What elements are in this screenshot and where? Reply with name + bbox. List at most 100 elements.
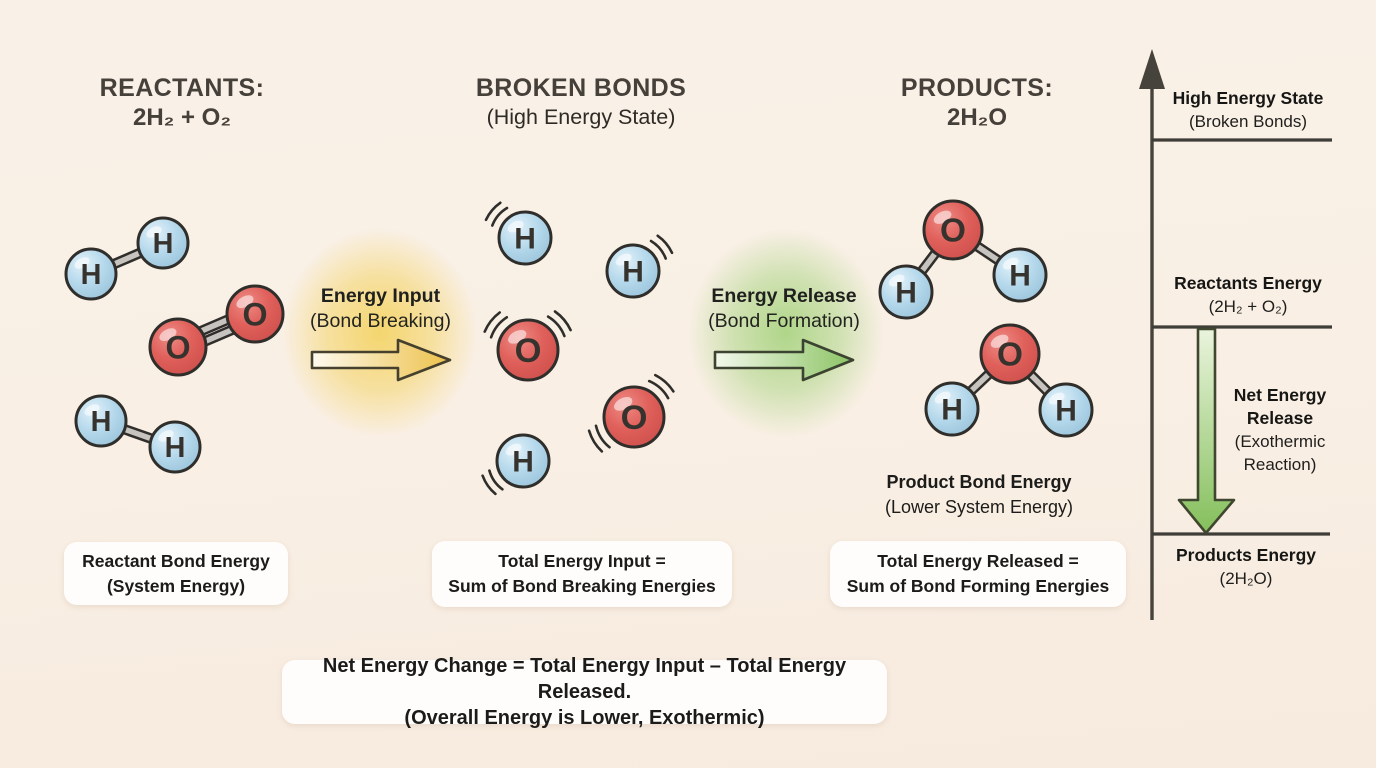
product-bond-energy-label: Product Bond Energy (Lower System Energy…	[849, 470, 1109, 520]
vibration-mark-icon	[594, 424, 611, 449]
axis-net-release-title: Net Energy Release	[1233, 385, 1327, 428]
atom-symbol: H	[1009, 259, 1031, 292]
atom-symbol: O	[515, 332, 542, 370]
atom-highlight	[84, 404, 100, 416]
atom-highlight	[508, 329, 527, 344]
free-h-atom-3: H	[481, 433, 551, 496]
atom-highlight	[615, 253, 632, 266]
products-formula: 2H₂O	[946, 104, 1007, 131]
atom-highlight	[74, 257, 90, 269]
net-energy-release-arrow	[1177, 327, 1236, 535]
atom-highlight	[990, 334, 1009, 348]
atom-highlight	[934, 391, 951, 404]
atom-symbol: O	[621, 399, 648, 437]
atom-symbol: O	[165, 329, 190, 365]
atom-symbol: H	[622, 255, 644, 288]
atom-symbol: O	[940, 213, 966, 250]
energy-input-title: Energy Input	[320, 285, 441, 307]
energy-release-title: Energy Release	[711, 285, 857, 307]
reactant-h2-molecule-top: HH	[64, 216, 190, 301]
energy-release-label: Energy Release (Bond Formation)	[700, 284, 868, 334]
net-box-line1: Net Energy Change = Total Energy Input –…	[322, 655, 847, 703]
input-box-line1: Total Energy Input =	[498, 551, 666, 571]
broken-bonds-title: BROKEN BONDS	[475, 74, 687, 102]
free-h-atom-1: H	[484, 201, 553, 266]
total-energy-released-box: Total Energy Released = Sum of Bond Form…	[830, 541, 1126, 607]
atom-highlight	[146, 226, 162, 238]
total-energy-input-box: Total Energy Input = Sum of Bond Breakin…	[432, 541, 732, 607]
axis-label-reactants-energy: Reactants Energy (2H₂ + O₂)	[1162, 272, 1334, 318]
energy-release-arrow	[713, 338, 855, 382]
atom-highlight	[236, 295, 254, 309]
axis-label-products-energy: Products Energy (2H₂O)	[1158, 544, 1334, 590]
atom-symbol: H	[941, 393, 963, 426]
reactant-h2-molecule-bottom: HH	[74, 394, 202, 474]
reactants-formula: 2H₂ + O₂	[132, 104, 232, 131]
atom-symbol: H	[165, 432, 186, 464]
net-energy-change-box: Net Energy Change = Total Energy Input –…	[282, 655, 887, 729]
axis-label-net-release: Net Energy Release (Exothermic Reaction)	[1224, 384, 1336, 476]
free-h-atom-2: H	[605, 234, 674, 299]
vibration-mark-icon	[553, 310, 572, 332]
energy-input-glow	[282, 229, 478, 437]
atom-symbol: H	[512, 445, 534, 478]
atom-highlight	[159, 328, 177, 342]
energy-release-subtitle: (Bond Formation)	[708, 310, 860, 332]
atom-highlight	[888, 274, 905, 287]
axis-net-release-subtitle: (Exothermic Reaction)	[1234, 432, 1326, 474]
atom-symbol: H	[153, 228, 174, 260]
atom-highlight	[614, 396, 633, 411]
energy-axis	[1139, 49, 1332, 620]
free-o-atom-2: O	[587, 373, 675, 453]
atom-symbol: O	[242, 296, 267, 332]
atom-symbol: H	[895, 276, 917, 309]
atom-symbol: H	[514, 222, 536, 255]
vibration-mark-icon	[483, 311, 501, 333]
vibration-mark-icon	[654, 373, 675, 393]
energy-input-label: Energy Input (Bond Breaking)	[298, 284, 463, 334]
product-h2o-molecule-top: OHH	[878, 199, 1048, 320]
axis-products-title: Products Energy	[1175, 545, 1317, 565]
axis-up-arrowhead-icon	[1139, 49, 1165, 89]
reactants-title: REACTANTS:	[99, 74, 265, 102]
energy-input-subtitle: (Bond Breaking)	[310, 310, 451, 332]
energy-input-arrow	[310, 338, 452, 382]
products-heading: PRODUCTS: 2H₂O	[857, 74, 1097, 132]
product-bond-energy-line1: Product Bond Energy	[886, 472, 1072, 492]
released-box-line1: Total Energy Released =	[877, 551, 1079, 571]
atom-symbol: O	[997, 337, 1023, 374]
axis-products-subtitle: (2H₂O)	[1219, 569, 1273, 588]
broken-bonds-heading: BROKEN BONDS (High Energy State)	[431, 74, 731, 132]
vibration-mark-icon	[647, 379, 670, 400]
vibration-mark-icon	[656, 234, 674, 255]
atom-highlight	[507, 220, 524, 233]
axis-high-subtitle: (Broken Bonds)	[1188, 112, 1308, 131]
vibration-mark-icon	[649, 239, 667, 260]
vibration-mark-icon	[481, 474, 497, 496]
net-box-line2: (Overall Energy is Lower, Exothermic)	[404, 707, 765, 729]
atom-symbol: H	[1055, 394, 1077, 427]
released-box-line2: Sum of Bond Forming Energies	[846, 576, 1110, 596]
axis-high-title: High Energy State	[1172, 88, 1324, 108]
reactant-o2-molecule: OO	[148, 284, 285, 377]
axis-reactants-subtitle: (2H₂ + O₂)	[1208, 297, 1288, 316]
vibration-mark-icon	[587, 429, 604, 453]
atom-symbol: H	[81, 259, 102, 291]
vibration-mark-icon	[491, 206, 509, 227]
reactant-box-line2: (System Energy)	[106, 575, 246, 596]
vibration-mark-icon	[546, 315, 566, 338]
energy-release-glow	[688, 229, 884, 437]
input-box-line2: Sum of Bond Breaking Energies	[448, 576, 716, 596]
atom-highlight	[1002, 257, 1019, 270]
atom-symbol: H	[91, 406, 112, 438]
reactant-box-line1: Reactant Bond Energy	[82, 550, 270, 571]
atom-highlight	[158, 430, 174, 442]
product-bond-energy-line2: (Lower System Energy)	[884, 497, 1074, 517]
reactants-heading: REACTANTS: 2H₂ + O₂	[62, 74, 302, 132]
vibration-mark-icon	[488, 469, 504, 491]
atom-highlight	[933, 210, 952, 224]
